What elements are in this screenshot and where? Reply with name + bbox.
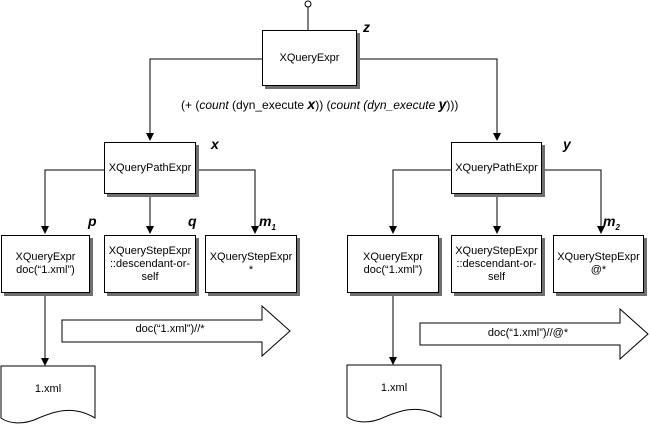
formula-mid: )) ( [315,98,331,112]
left-arrow-label: doc(“1.xml”)//* [135,323,205,335]
left-child-m1-var: m1 [259,214,276,235]
right-pathexpr-node: XQueryPathExpr [451,142,542,194]
formula-dyn2: (dyn_execute [359,98,439,112]
m1-var-sub: 1 [271,222,276,232]
right-child-m2-line1: XQueryStepExpr [557,251,640,263]
right-path-label: XQueryPathExpr [455,161,538,174]
root-node-label: XQueryExpr [279,51,340,64]
formula-count2: count [330,98,360,112]
right-child-step-line3: self [487,270,506,283]
left-doc-label: 1.xml [34,383,62,395]
left-path-var: x [211,136,219,152]
left-child-p-var: p [88,213,97,229]
left-child-q-line3: self [141,270,159,283]
edge-root-to-left-path [146,58,262,141]
left-child-m1-line1: XQueryStepExpr [209,251,293,263]
left-child-m1-node: XQueryStepExpr * [205,235,297,293]
formula-count1: count [199,98,229,112]
edge-right-path-to-expr [389,169,451,234]
right-child-m2-line2: @* [590,264,607,276]
document-shape-right [346,364,442,423]
right-path-var: y [563,136,571,152]
left-child-q-node: XQueryStepExpr ::descendant-or- self [104,235,196,293]
left-child-p-node: XQueryExpr doc(“1.xml”) [1,235,90,293]
right-child-expr-line2: doc(“1.xml”) [363,264,423,276]
formula-dyn1: (dyn_execute [228,98,308,112]
right-child-step-line2: ::descendant-or- [456,257,537,270]
edge-left-path-to-p [41,169,104,234]
m2-var-sub: 2 [615,222,620,232]
m1-var-letter: m [259,213,272,229]
left-child-q-var: q [188,213,197,229]
formula-var-y: y [438,96,447,112]
right-child-expr-line1: XQueryExpr [363,251,423,263]
left-child-q-line2: ::descendant-or- [109,257,191,270]
result-arrow-left [61,304,291,358]
left-pathexpr-node: XQueryPathExpr [104,142,196,194]
right-child-expr-node: XQueryExpr doc(“1.xml”) [347,235,439,293]
left-child-p-line2: doc(“1.xml”) [16,264,75,276]
root-input-port [304,0,312,8]
edge-root-to-right-path [357,58,501,141]
right-child-step-node: XQueryStepExpr ::descendant-or- self [451,235,542,293]
m2-var-letter: m [603,213,616,229]
root-var-label: z [363,19,370,35]
edge-left-path-to-m1 [196,169,259,234]
right-doc-label: 1.xml [380,382,408,394]
right-child-step-line1: XQueryStepExpr [455,244,538,257]
left-path-label: XQueryPathExpr [108,161,192,174]
left-child-p-line1: XQueryExpr [15,251,76,263]
right-child-m2-node: XQueryStepExpr @* [553,235,644,293]
formula-var-x: x [307,96,316,112]
formula-text: (+ (count (dyn_execute x)) (count (dyn_e… [181,96,458,112]
edge-right-path-to-m2 [542,169,605,234]
root-xqueryexpr-node: XQueryExpr [262,30,357,86]
right-arrow-label: doc(“1.xml”)//@* [487,327,569,339]
left-child-m1-line2: * [248,264,254,276]
right-child-m2-var: m2 [603,214,620,235]
formula-open: (+ ( [181,98,200,112]
result-arrow-right [419,307,649,361]
document-shape-left [0,365,96,424]
left-child-q-line1: XQueryStepExpr [108,244,192,257]
formula-close: ))) [446,98,459,112]
